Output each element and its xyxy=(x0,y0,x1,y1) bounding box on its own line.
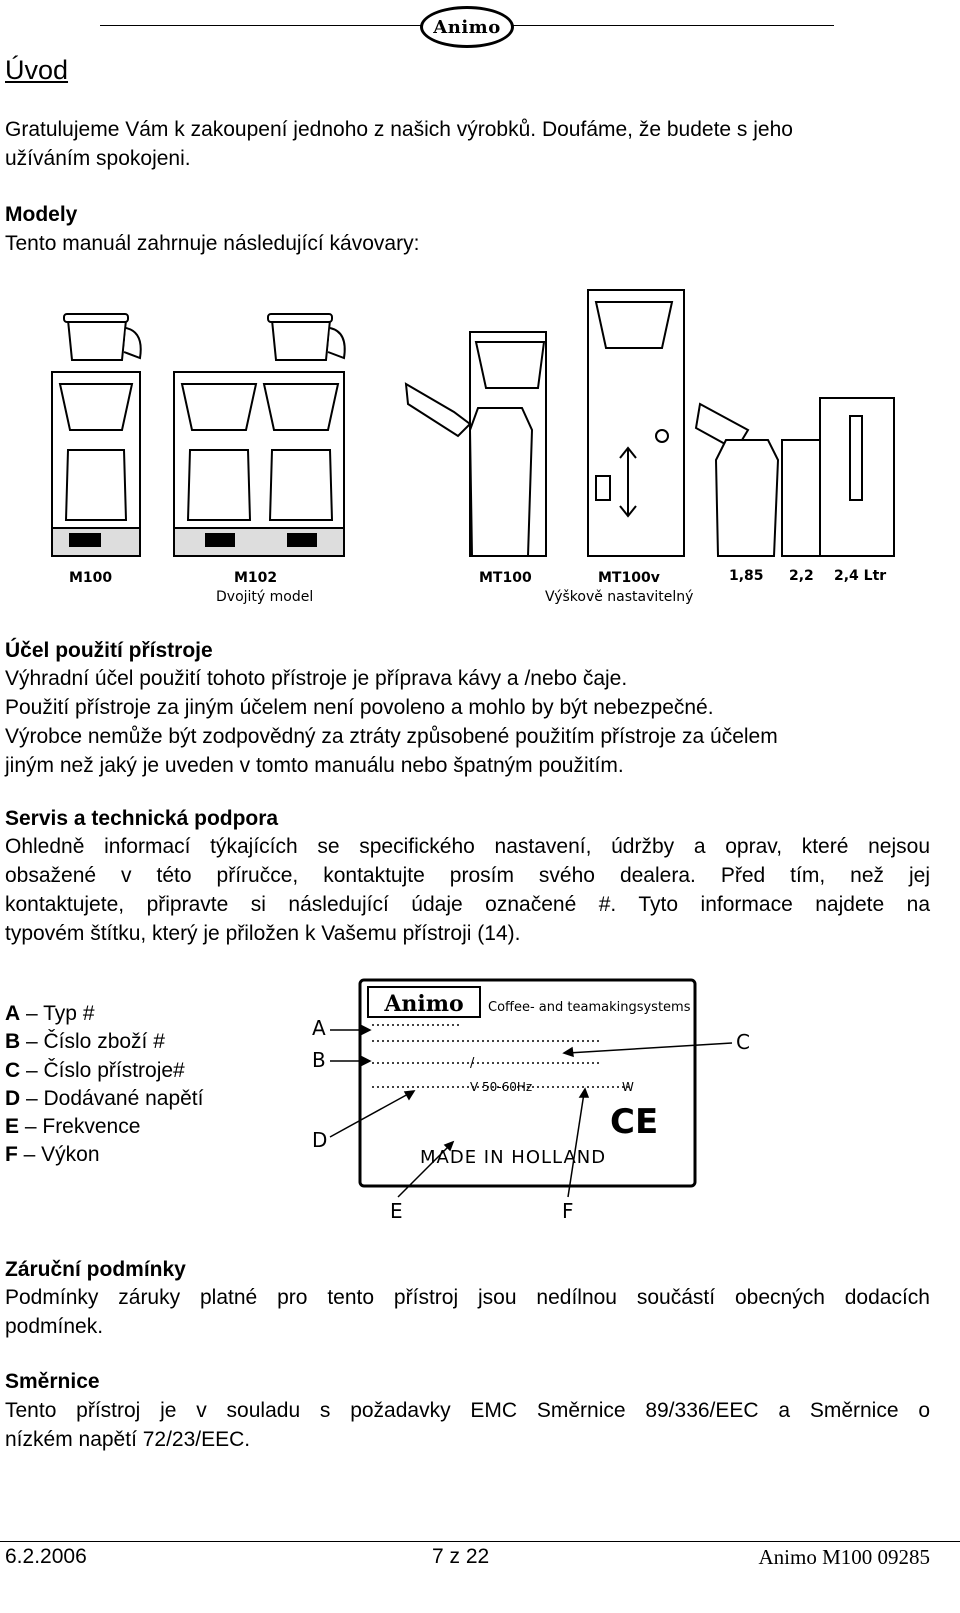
legend-row-d: D – Dodávané napětí xyxy=(5,1086,204,1110)
directive-line-2: nízkém napětí 72/23/EEC. xyxy=(5,1428,251,1451)
warranty-paragraph: Podmínky záruky platné pro tento přístro… xyxy=(5,1283,930,1341)
model-label-185: 1,85 xyxy=(729,568,764,584)
legend-row-c: C – Číslo přístroje# xyxy=(5,1058,185,1082)
caption-height-adjustable: Výškově nastavitelný xyxy=(545,589,694,605)
animo-logo: Animo xyxy=(420,6,514,48)
legend-row-e: E – Frekvence xyxy=(5,1115,141,1139)
caption-double-model: Dvojitý model xyxy=(216,589,314,605)
mt100-machine xyxy=(404,331,547,557)
plate-letter-b: B xyxy=(312,1048,326,1072)
model-label-mt100v: MT100v xyxy=(598,570,660,586)
directive-heading: Směrnice xyxy=(5,1370,100,1393)
directive-line-1: Tento přístroj je v souladu s požadavky … xyxy=(5,1399,930,1422)
plate-letter-e: E xyxy=(390,1199,403,1223)
purpose-paragraph: Výhradní účel použití tohoto přístroje j… xyxy=(5,664,930,780)
models-text: Tento manuál zahrnuje následující kávova… xyxy=(5,232,420,255)
model-label-22: 2,2 xyxy=(789,568,814,584)
service-paragraph: Ohledně informací týkajících se specific… xyxy=(5,832,930,948)
warranty-line-1: Podmínky záruky platné pro tento přístro… xyxy=(5,1286,930,1309)
footer-page-number: 7 z 22 xyxy=(432,1545,490,1568)
plate-legend: A – Typ # B – Číslo zboží # C – Číslo př… xyxy=(5,1000,203,1170)
intro-line-2: užíváním spokojeni. xyxy=(5,147,191,170)
plate-letter-f: F xyxy=(562,1199,574,1223)
model-label-m100: M100 xyxy=(69,570,113,586)
warranty-heading: Záruční podmínky xyxy=(5,1258,186,1281)
intro-line-1: Gratulujeme Vám k zakoupení jednoho z na… xyxy=(5,118,793,141)
m100-machine xyxy=(51,313,142,557)
plate-letter-a: A xyxy=(312,1016,326,1040)
page-title: Úvod xyxy=(5,55,69,85)
plate-slash: / xyxy=(470,1056,475,1071)
legend-row-f: F – Výkon xyxy=(5,1143,100,1167)
footer-date: 6.2.2006 xyxy=(5,1545,87,1568)
legend-row-a: A – Typ # xyxy=(5,1002,95,1025)
plate-letter-d: D xyxy=(312,1128,327,1152)
purpose-heading: Účel použití přístroje xyxy=(5,639,213,662)
footer-document-id: Animo M100 09285 xyxy=(758,1545,930,1569)
service-heading: Servis a technická podpora xyxy=(5,807,279,830)
m102-machine xyxy=(173,313,346,557)
ce-mark: CE xyxy=(610,1102,658,1142)
models-heading: Modely xyxy=(5,203,78,226)
service-line-1: Ohledně informací týkajících se specific… xyxy=(5,835,930,858)
model-label-mt100: MT100 xyxy=(479,570,532,586)
coffee-machines-illustration xyxy=(51,289,895,557)
header-rule-right xyxy=(512,25,834,26)
directive-paragraph: Tento přístroj je v souladu s požadavky … xyxy=(5,1396,930,1454)
plate-watt: W xyxy=(622,1080,634,1094)
footer-rule xyxy=(0,1541,960,1542)
service-line-4: typovém štítku, který je přiložen k Vaše… xyxy=(5,922,521,945)
plate-made-in: MADE IN HOLLAND xyxy=(420,1147,606,1168)
service-line-3: kontaktujete, připravte si následující ú… xyxy=(5,893,930,916)
model-label-24: 2,4 Ltr xyxy=(834,568,887,584)
model-label-m102: M102 xyxy=(234,570,278,586)
purpose-line-1: Výhradní účel použití tohoto přístroje j… xyxy=(5,667,628,690)
mt100v-machine xyxy=(587,289,685,557)
type-plate-diagram: Animo Coffee- and teamakingsystems / V 5… xyxy=(312,978,750,1223)
intro-paragraph: Gratulujeme Vám k zakoupení jednoho z na… xyxy=(5,115,930,173)
plate-tagline: Coffee- and teamakingsystems xyxy=(488,1000,691,1015)
plate-letter-c: C xyxy=(736,1030,750,1054)
purpose-line-3: Výrobce nemůže být zodpovědný za ztráty … xyxy=(5,725,778,748)
service-line-2: obsažené v této příručce, kontaktujte pr… xyxy=(5,864,930,887)
plate-brand: Animo xyxy=(383,991,463,1017)
purpose-line-4: jiným než jaký je uveden v tomto manuálu… xyxy=(5,754,624,777)
purpose-line-2: Použití přístroje za jiným účelem není p… xyxy=(5,696,714,719)
jugs-machine xyxy=(694,397,895,557)
plate-voltage: V 50-60Hz xyxy=(470,1080,532,1094)
legend-row-b: B – Číslo zboží # xyxy=(5,1030,165,1054)
header-rule-left xyxy=(100,25,422,26)
warranty-line-2: podmínek. xyxy=(5,1315,104,1338)
